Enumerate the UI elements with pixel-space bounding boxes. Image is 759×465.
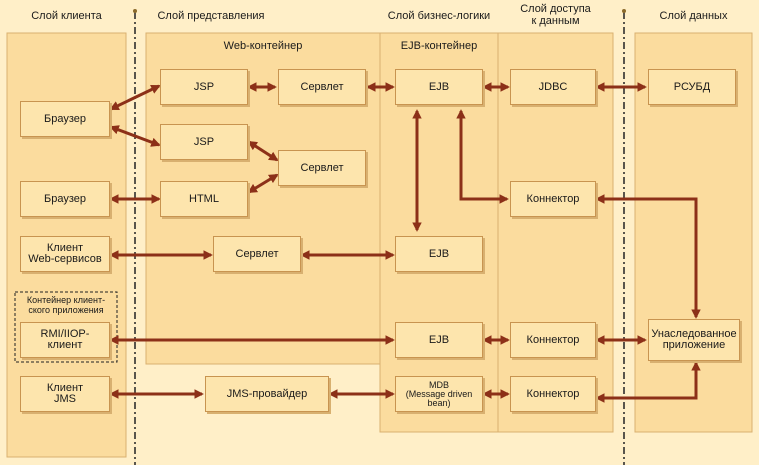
divider-top-dot xyxy=(622,9,626,13)
ejb-box-2: EJB xyxy=(395,236,483,272)
jms-provider-box: JMS-провайдер xyxy=(205,376,329,412)
legacy-application-box: Унаследованное приложение xyxy=(648,319,740,361)
mdb-box: MDB (Message driven bean) xyxy=(395,376,483,412)
jsp-box-1: JSP xyxy=(160,69,248,105)
layer-label-business: Слой бизнес-логики xyxy=(387,10,491,22)
rdbms-box: РСУБД xyxy=(648,69,736,105)
connector-box-1: Коннектор xyxy=(510,181,596,217)
browser-box-2: Браузер xyxy=(20,181,110,217)
arrow-ejb-connector1 xyxy=(456,109,509,204)
jdbc-box: JDBC xyxy=(510,69,596,105)
browser-box-1: Браузер xyxy=(20,101,110,137)
arrow-connector3-legacy xyxy=(595,361,701,403)
layer-label-data: Слой данных xyxy=(659,10,728,22)
divider-top-dot xyxy=(133,9,137,13)
connector-box-3: Коннектор xyxy=(510,376,596,412)
servlet-box-1: Сервлет xyxy=(278,69,366,105)
container-label-web: Web-контейнер xyxy=(223,40,303,52)
servlet-box-2: Сервлет xyxy=(278,150,366,186)
container-label-app-client: Контейнер клиент- ского приложения xyxy=(26,295,106,315)
arrow-connector1-legacy xyxy=(595,194,701,319)
arrow-browser-jsp2 xyxy=(109,125,161,147)
ejb-box-3: EJB xyxy=(395,322,483,358)
arrow-html-servlet xyxy=(247,173,279,194)
container-label-ejb: EJB-контейнер xyxy=(400,40,478,52)
jms-client-box: Клиент JMS xyxy=(20,376,110,412)
web-services-client-box: Клиент Web-сервисов xyxy=(20,236,110,272)
layer-label-client: Слой клиента xyxy=(31,10,102,22)
servlet-box-3: Сервлет xyxy=(213,236,301,272)
arrow-browser-jsp xyxy=(109,84,161,111)
ejb-box-1: EJB xyxy=(395,69,483,105)
rmi-iiop-client-box: RMI/IIOP- клиент xyxy=(20,322,110,358)
app-client-container-border xyxy=(14,291,118,363)
connector-box-2: Коннектор xyxy=(510,322,596,358)
layer-label-data-access: Слой доступа к данным xyxy=(520,3,591,27)
html-box: HTML xyxy=(160,181,248,217)
jsp-box-2: JSP xyxy=(160,124,248,160)
layer-label-presentation: Слой представления xyxy=(157,10,265,22)
arrow-jsp2-servlet xyxy=(247,140,279,162)
